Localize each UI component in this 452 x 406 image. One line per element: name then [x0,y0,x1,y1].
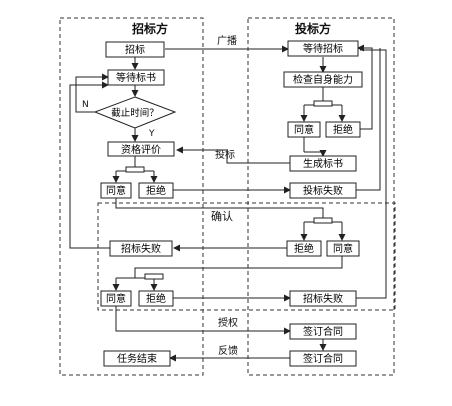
edge-label-feedback: 反馈 [218,344,238,357]
node-qualify: 资格评价 [107,141,175,157]
bidder-lane-title: 投标方 [295,21,331,36]
svg-text:同意: 同意 [333,242,353,255]
node-task-end: 任务结束 [103,350,171,367]
svg-text:签订合同: 签订合同 [303,325,343,338]
svg-text:拒绝: 拒绝 [146,184,166,197]
svg-text:等待招标: 等待招标 [303,42,343,55]
node-sign-contract-2: 签订合同 [289,350,357,367]
svg-text:任务结束: 任务结束 [117,352,157,365]
node-wait-tender: 等待招标 [287,40,359,57]
node-tenderer-reject: 拒绝 [138,182,174,199]
split-bar [313,100,333,107]
svg-text:招标失败: 招标失败 [303,292,343,305]
svg-text:同意: 同意 [106,184,126,197]
svg-text:生成标书: 生成标书 [303,157,343,170]
node-tender-fail-mid: 招标失败 [109,240,173,257]
edge-label-authorize: 授权 [218,316,238,329]
svg-text:检查自身能力: 检查自身能力 [293,73,353,86]
node-gen-bid: 生成标书 [289,155,357,172]
svg-text:招标: 招标 [125,43,145,56]
svg-text:拒绝: 拒绝 [146,292,166,305]
split-bar [125,166,145,173]
svg-text:等待标书: 等待标书 [116,71,156,84]
node-bidder-agree: 同意 [287,121,321,138]
svg-text:签订合同: 签订合同 [303,352,343,365]
node-tenderer-agree: 同意 [100,182,132,199]
svg-text:资格评价: 资格评价 [121,143,161,156]
node-confirm-agree: 同意 [100,290,132,307]
edge-label-bid: 投标 [215,148,235,161]
tenderer-lane-title: 招标方 [132,21,168,36]
svg-text:拒绝: 拒绝 [333,123,353,136]
node-bid-fail: 投标失败 [289,182,357,199]
node-wait-bids: 等待标书 [107,69,165,86]
node-deadline-decision: 截止时间？ [93,96,177,129]
node-bidder-reject: 拒绝 [325,121,361,138]
node-zhaobiao: 招标 [105,41,165,58]
bidder-lane [247,17,395,376]
svg-text:同意: 同意 [106,292,126,305]
split-bar [313,217,333,224]
split-bar [144,273,164,280]
edge-label-no: N [82,100,89,110]
svg-text:截止时间？: 截止时间？ [111,107,159,119]
edge-label-yes: Y [148,129,155,139]
svg-text:同意: 同意 [294,123,314,136]
node-bidder2-reject: 拒绝 [286,240,322,257]
node-sign-contract-1: 签订合同 [289,323,357,340]
node-tender-fail-bottom: 招标失败 [289,290,357,307]
svg-text:招标失败: 招标失败 [121,242,161,255]
confirm-region-title: 确认 [211,210,233,223]
tenderer-lane [59,17,204,376]
edge-label-broadcast: 广播 [217,34,237,47]
node-check-ability: 检查自身能力 [283,71,363,88]
svg-text:投标失败: 投标失败 [303,184,343,197]
node-bidder2-agree: 同意 [326,240,360,257]
node-confirm-reject: 拒绝 [138,290,174,307]
confirm-region [97,202,396,311]
svg-text:拒绝: 拒绝 [294,242,314,255]
